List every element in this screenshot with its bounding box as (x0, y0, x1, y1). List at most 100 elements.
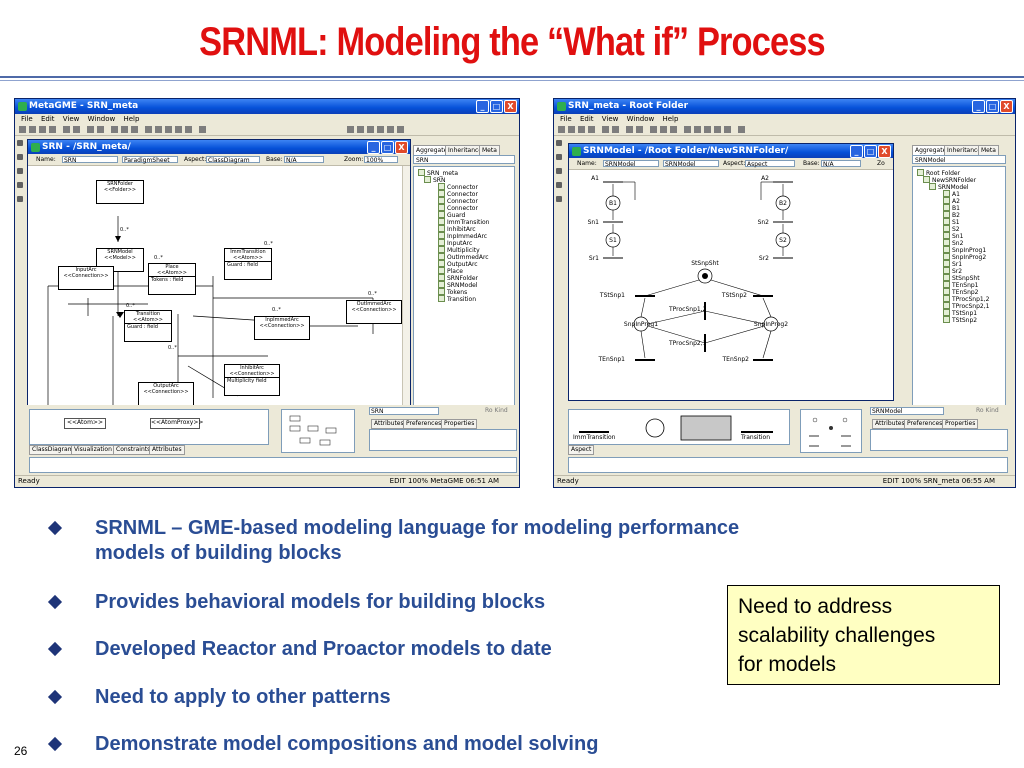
interpreter-icon[interactable] (397, 126, 404, 133)
check-icon[interactable] (19, 126, 26, 133)
menu-window[interactable]: Window (87, 115, 116, 123)
tree-item[interactable]: Connector (438, 197, 478, 205)
tree-folder[interactable]: NewSRNFolder (923, 176, 976, 184)
srn-model-editor-titlebar[interactable]: SRNModel - /Root Folder/NewSRNFolder/ _ … (569, 144, 893, 158)
tree-item[interactable]: S1 (943, 218, 960, 226)
tab-attributes[interactable]: Attributes (149, 445, 185, 455)
menu-file[interactable]: File (560, 115, 572, 123)
close-button[interactable]: X (878, 145, 891, 158)
uml-class-immtransition[interactable]: ImmTransition <<Atom>> Guard : field (224, 248, 272, 280)
tree-item[interactable]: Connector (438, 183, 478, 191)
constraint-icon[interactable] (347, 126, 354, 133)
tab-classdiagram[interactable]: ClassDiagram (29, 445, 77, 455)
tree-item[interactable]: InputArc (438, 239, 472, 247)
connect-mode-icon[interactable] (17, 154, 23, 160)
petri-arc[interactable] (762, 297, 772, 318)
part-atom-proxy[interactable]: <<AtomProxy>> (150, 418, 203, 429)
token-dot[interactable] (702, 273, 708, 279)
tree-item[interactable]: SnpInProg1 (943, 246, 986, 254)
uml-class-inhibitarc[interactable]: InhibitArc <<Connection>> Multiplicity f… (224, 364, 280, 396)
zoom-mode-icon[interactable] (556, 196, 562, 202)
tree-root[interactable]: Root Folder (917, 169, 960, 177)
class-diagram-canvas[interactable]: SRNFolder <<Folder>> SRNModel <<Model>> … (28, 166, 410, 440)
tree-item[interactable]: Connector (438, 204, 478, 212)
tree-model[interactable]: SRNModel (929, 183, 968, 191)
tree-item[interactable]: SRNModel (438, 281, 477, 289)
layout-icon[interactable] (155, 126, 162, 133)
tree-item[interactable]: A2 (943, 197, 960, 205)
copy-icon[interactable] (39, 126, 46, 133)
console-output[interactable] (568, 457, 1008, 473)
tree-item[interactable]: TStSnp1 (943, 309, 977, 317)
undo-icon[interactable] (602, 126, 609, 133)
part-transition[interactable]: Transition (741, 434, 771, 441)
zoom-out-icon[interactable] (636, 126, 643, 133)
paste-icon[interactable] (588, 126, 595, 133)
interpreter-icon[interactable] (357, 126, 364, 133)
layout-icon[interactable] (185, 126, 192, 133)
uml-class-place[interactable]: Place <<Atom>> Tokens : field (148, 263, 196, 295)
tree-item[interactable]: SnpInProg2 (943, 253, 986, 261)
lock-icon[interactable] (131, 126, 138, 133)
browser-filter-select[interactable]: SRN (413, 155, 515, 164)
zoom-in-icon[interactable] (626, 126, 633, 133)
tab-prop-properties[interactable]: Properties (441, 419, 478, 429)
save-icon[interactable] (29, 126, 36, 133)
layout-icon[interactable] (684, 126, 691, 133)
name-field[interactable]: SRNModel (603, 160, 659, 168)
check-icon[interactable] (558, 126, 565, 133)
zoom-mode-icon[interactable] (17, 196, 23, 202)
menu-view[interactable]: View (62, 115, 80, 123)
connect-mode-icon[interactable] (556, 154, 562, 160)
undo-icon[interactable] (63, 126, 70, 133)
set-mode-icon[interactable] (556, 182, 562, 188)
tree-item[interactable]: B2 (943, 211, 960, 219)
maximize-button[interactable]: □ (986, 100, 999, 113)
redo-icon[interactable] (612, 126, 619, 133)
interpreter-icon[interactable] (387, 126, 394, 133)
menu-help[interactable]: Help (662, 115, 679, 123)
menu-edit[interactable]: Edit (579, 115, 594, 123)
help-icon[interactable] (199, 126, 206, 133)
lock-icon[interactable] (670, 126, 677, 133)
tree-item[interactable]: StSnpSht (943, 274, 980, 282)
minimize-button[interactable]: _ (850, 145, 863, 158)
petri-arc[interactable] (647, 310, 706, 325)
uml-class-transition[interactable]: Transition <<Atom>> Guard : field (124, 310, 172, 342)
maximize-button[interactable]: □ (381, 141, 394, 154)
maximize-button[interactable]: □ (864, 145, 877, 158)
paste-icon[interactable] (49, 126, 56, 133)
tab-prop-attributes[interactable]: Attributes (371, 419, 407, 429)
readonly-checkbox[interactable]: Ro Kind (976, 407, 999, 414)
layout-icon[interactable] (145, 126, 152, 133)
layout-icon[interactable] (714, 126, 721, 133)
tree-item[interactable]: B1 (943, 204, 960, 212)
disconnect-mode-icon[interactable] (556, 168, 562, 174)
tree-item[interactable]: Guard (438, 211, 465, 219)
tree-item[interactable]: InpImmedArc (438, 232, 487, 240)
print-icon[interactable] (660, 126, 667, 133)
set-mode-icon[interactable] (17, 182, 23, 188)
tree-item[interactable]: SRNFolder (438, 274, 478, 282)
tab-visualization[interactable]: Visualization (71, 445, 115, 455)
tab-meta[interactable]: Meta (479, 145, 500, 155)
help-icon[interactable] (738, 126, 745, 133)
tree-item[interactable]: Tokens (438, 288, 467, 296)
menu-help[interactable]: Help (123, 115, 140, 123)
tab-prop-attributes[interactable]: Attributes (872, 419, 908, 429)
readonly-checkbox[interactable]: Ro Kind (485, 407, 508, 414)
tree-item[interactable]: TStSnp2 (943, 316, 977, 324)
petri-arc[interactable] (762, 330, 772, 359)
close-button[interactable]: X (395, 141, 408, 154)
layout-icon[interactable] (704, 126, 711, 133)
uml-class-srnfolder[interactable]: SRNFolder <<Folder>> (96, 180, 144, 204)
layout-icon[interactable] (165, 126, 172, 133)
grid-icon[interactable] (650, 126, 657, 133)
tab-prop-preferences[interactable]: Preferences (904, 419, 946, 429)
tab-prop-preferences[interactable]: Preferences (403, 419, 445, 429)
aspect-select[interactable]: ClassDiagram (206, 156, 260, 164)
zoom-select[interactable]: 100% (364, 156, 398, 164)
tree-item[interactable]: TProcSnp1,2 (943, 295, 989, 303)
panner-view[interactable] (800, 409, 862, 453)
tab-aspect[interactable]: Aspect (568, 445, 595, 455)
